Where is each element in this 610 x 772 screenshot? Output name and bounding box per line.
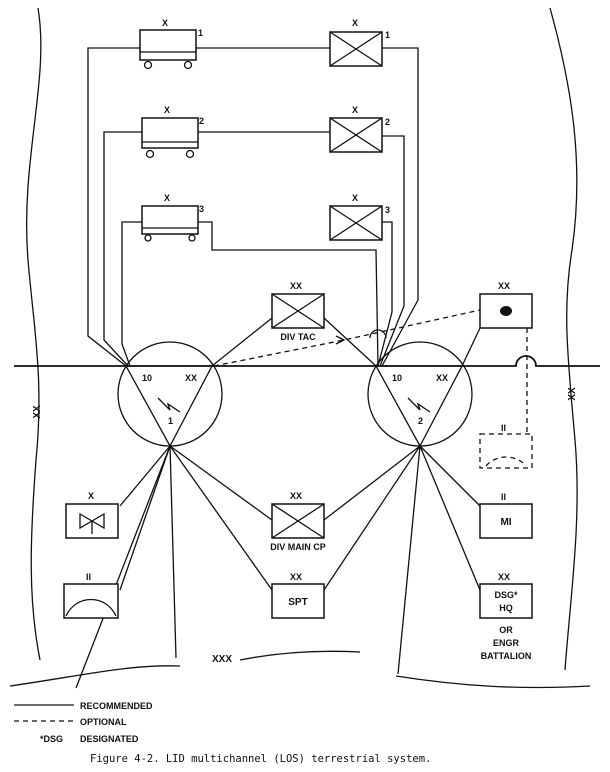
hq-2-echelon-label: X bbox=[164, 105, 170, 115]
node-2-echelon: 10 bbox=[392, 373, 402, 383]
link-node1-spt bbox=[169, 445, 273, 591]
link-node2-dsg-top bbox=[461, 327, 481, 367]
optional-link-node1-dsg bbox=[213, 309, 481, 367]
hq-1-echelon-label: X bbox=[162, 18, 168, 28]
dsg-top-echelon: XX bbox=[498, 281, 510, 291]
crossed-box-2-number: 2 bbox=[385, 117, 390, 127]
link-xbox1-node2 bbox=[381, 47, 419, 367]
link-node2-bottom bbox=[397, 445, 421, 675]
left-boundary-line bbox=[25, 7, 42, 661]
bottom-boundary-line-right bbox=[395, 675, 591, 689]
link-node1-bde bbox=[119, 445, 171, 507]
or-engr-label-3: BATTALION bbox=[481, 651, 532, 661]
crossed-box-3-number: 3 bbox=[385, 205, 390, 215]
or-engr-label-2: ENGR bbox=[493, 638, 520, 648]
crossed-box-1-echelon: X bbox=[352, 18, 358, 28]
battalion-arc-box bbox=[63, 583, 119, 619]
battalion-arc-echelon: II bbox=[86, 572, 91, 582]
or-engr-label-1: OR bbox=[499, 625, 513, 635]
legend-optional-label: OPTIONAL bbox=[80, 717, 127, 727]
node-2-circle bbox=[367, 341, 473, 447]
mi-label: MI bbox=[500, 517, 511, 528]
node-1-echelon: 10 bbox=[142, 373, 152, 383]
node-2-number: 2 bbox=[418, 416, 423, 426]
link-xbox3-node2 bbox=[377, 221, 393, 367]
link-node1-bn bbox=[119, 445, 171, 591]
dsg-hq-label-2: HQ bbox=[499, 603, 513, 613]
div-tac-echelon: XX bbox=[290, 281, 302, 291]
optional-bump bbox=[369, 329, 387, 339]
crossed-box-2 bbox=[329, 117, 383, 153]
boundary-bottom-label: XXX bbox=[212, 654, 232, 665]
hq-2-number: 2 bbox=[199, 116, 204, 126]
link-hq2-node1 bbox=[103, 131, 142, 367]
brigade-echelon: X bbox=[88, 491, 94, 501]
crossed-box-1-number: 1 bbox=[385, 30, 390, 40]
link-hq3-node1 bbox=[121, 221, 142, 367]
node-2-triangle bbox=[374, 365, 464, 448]
spt-box bbox=[271, 583, 325, 619]
spt-echelon: XX bbox=[290, 572, 302, 582]
brigade-box bbox=[65, 503, 119, 539]
main-trunk-line bbox=[14, 355, 600, 367]
hq-3-number: 3 bbox=[199, 204, 204, 214]
link-node2-spt bbox=[323, 445, 421, 591]
optional-arrow-head bbox=[335, 335, 346, 345]
div-main-cp-echelon: XX bbox=[290, 491, 302, 501]
node-1-lightning bbox=[157, 397, 181, 413]
node-2-lightning bbox=[407, 397, 431, 413]
legend-designated-label: DESIGNATED bbox=[80, 734, 139, 744]
mi-echelon: II bbox=[501, 492, 506, 502]
trailer-shelter-1 bbox=[139, 29, 197, 70]
trailer-shelter-2 bbox=[141, 117, 199, 159]
div-tac-box bbox=[271, 293, 325, 329]
node-1-circle bbox=[117, 341, 223, 447]
link-node1-left-long bbox=[75, 445, 171, 689]
node-2-div-echelon: XX bbox=[436, 373, 448, 383]
trailer-shelter-3 bbox=[141, 205, 199, 242]
hq-1-number: 1 bbox=[198, 28, 203, 38]
link-xbox2-node2 bbox=[379, 135, 405, 367]
div-main-cp-box bbox=[271, 503, 325, 539]
dsg-hq-label-1: DSG* bbox=[494, 590, 518, 600]
node-1-number: 1 bbox=[168, 416, 173, 426]
node-1-triangle bbox=[124, 365, 214, 448]
crossed-box-2-echelon: X bbox=[352, 105, 358, 115]
svg-text:XX: XX bbox=[32, 405, 43, 419]
dsg-top-box bbox=[479, 293, 533, 329]
link-divtac-node2 bbox=[323, 317, 377, 367]
hq-3-echelon-label: X bbox=[164, 193, 170, 203]
bottom-boundary-line-left bbox=[9, 665, 181, 687]
link-node2-maincp bbox=[323, 445, 421, 521]
crossed-box-3 bbox=[329, 205, 383, 241]
div-tac-label: DIV TAC bbox=[280, 332, 316, 342]
link-node1-bottom bbox=[169, 445, 177, 659]
dsg-hq-box bbox=[479, 583, 533, 619]
legend-dsg-key: *DSG bbox=[40, 734, 63, 744]
right-boundary-line bbox=[549, 7, 578, 671]
link-node1-maincp bbox=[169, 445, 273, 521]
crossed-box-1 bbox=[329, 31, 383, 67]
svg-text:XX: XX bbox=[567, 387, 578, 401]
optional-battalion-box bbox=[479, 433, 533, 469]
link-divtac-node1 bbox=[211, 317, 273, 367]
spt-label: SPT bbox=[288, 597, 307, 608]
link-hq1-node1 bbox=[87, 47, 140, 367]
boundary-right-label: XX bbox=[567, 387, 578, 401]
legend-recommended-label: RECOMMENDED bbox=[80, 701, 153, 711]
node-1-div-echelon: XX bbox=[185, 373, 197, 383]
bottom-boundary-line-center bbox=[239, 650, 361, 661]
boundary-left-label: XX bbox=[32, 405, 43, 419]
link-node2-dsghq bbox=[419, 445, 481, 591]
dsg-hq-echelon: XX bbox=[498, 572, 510, 582]
mi-box bbox=[479, 503, 533, 539]
link-node2-mi bbox=[419, 445, 481, 507]
link-hq3-node2 bbox=[198, 221, 379, 367]
crossed-box-3-echelon: X bbox=[352, 193, 358, 203]
optional-battalion-echelon: II bbox=[501, 423, 506, 433]
div-main-cp-label: DIV MAIN CP bbox=[270, 542, 326, 552]
figure-caption: Figure 4-2. LID multichannel (LOS) terre… bbox=[90, 753, 431, 765]
